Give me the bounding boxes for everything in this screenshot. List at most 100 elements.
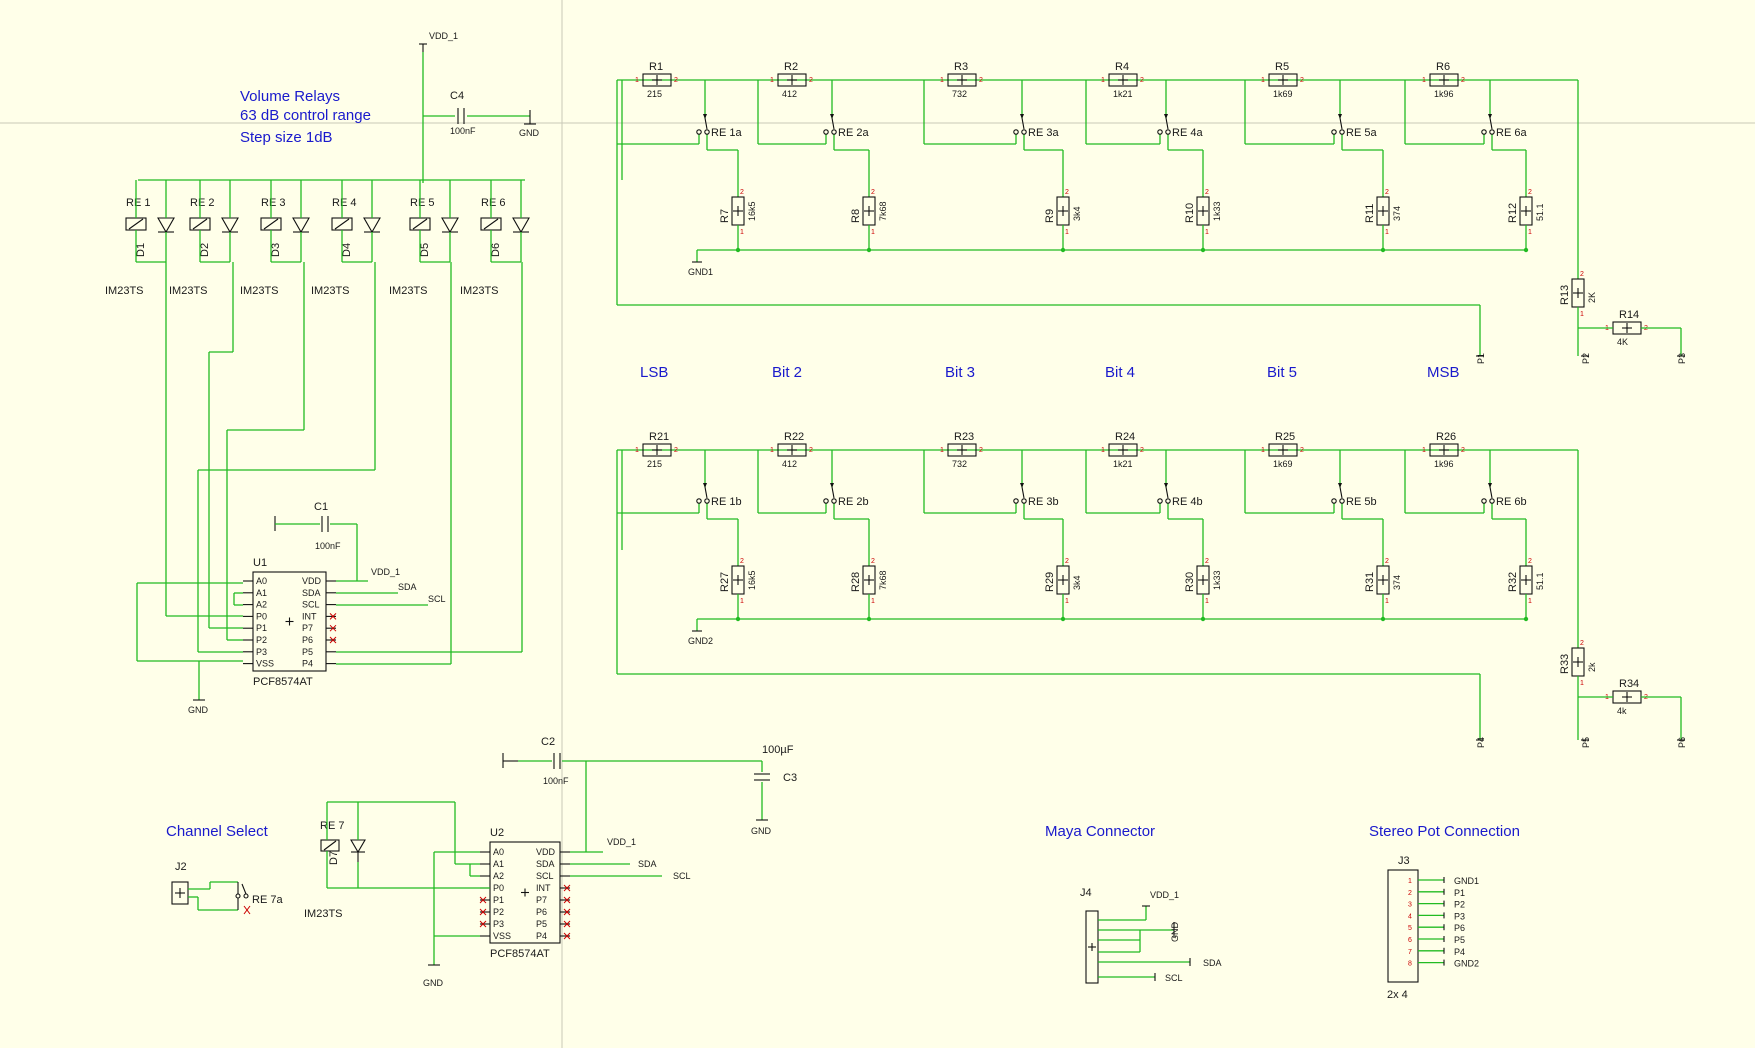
svg-text:2: 2 [1065,558,1069,565]
svg-text:2: 2 [1408,890,1412,897]
u1-pin-right: INT [302,611,317,621]
u2-pin-right: P7 [536,895,547,905]
resistor-name: R12 [1507,203,1519,223]
svg-text:1: 1 [1528,598,1532,605]
u2-scl: SCL [673,871,691,881]
resistor-value: 1k96 [1434,89,1454,99]
svg-text:2: 2 [1461,447,1465,454]
resistor-name: R31 [1364,572,1376,592]
relay-switch-r1-4[interactable]: RE 4a [1157,114,1204,139]
maya-connector-title: Maya Connector [1045,823,1155,840]
svg-text:2: 2 [1140,77,1144,84]
relay-switch-r1-3[interactable]: RE 3a [1013,114,1060,139]
j3-pin-label: P1 [1454,888,1465,898]
relay-part: IM23TS [460,285,499,297]
ic-u2-pcf8574at[interactable]: U2PCF8574ATA0A1A2P0P1P2P3VSSVDDSDASCLINT… [423,761,691,988]
relay-switch-r2-1[interactable]: RE 1b [696,483,742,508]
capacitor-c4[interactable]: C4 100nF [450,90,476,136]
resistor-value: 2K [1587,292,1597,303]
j4-gnd: GND [1170,922,1180,943]
connector-j2[interactable]: J2 [171,861,238,911]
u2-pin-left: VSS [493,931,511,941]
resistor-name: R21 [649,431,669,443]
u1-part: PCF8574AT [253,676,313,688]
relay-switch-r1-6[interactable]: RE 6a [1481,114,1528,139]
capacitor-c2[interactable]: C2 100nF [502,736,762,786]
resistor-name: R5 [1275,61,1289,73]
resistor-value: 374 [1392,575,1402,590]
resistor-value: 7k68 [878,201,888,221]
u2-pin-left: A0 [493,847,504,857]
svg-text:1: 1 [940,77,944,84]
switch-label: RE 5b [1346,496,1377,508]
svg-text:2: 2 [1385,558,1389,565]
svg-text:1: 1 [1205,598,1209,605]
svg-text:2: 2 [1528,189,1532,196]
u1-pin-left: A1 [256,588,267,598]
ic-u1-pcf8574at[interactable]: U1PCF8574ATA0A1A2P0P1P2P3VSSVDDSDASCLINT… [136,262,523,715]
switch-label: RE 1a [711,127,742,139]
u2-pin-left: P0 [493,883,504,893]
svg-text:2: 2 [1580,640,1584,647]
u1-pin-right: SDA [302,588,321,598]
resistor-name: R22 [784,431,804,443]
svg-text:2: 2 [1140,447,1144,454]
vdd-label-top: VDD_1 [429,31,458,41]
capacitor-c3[interactable]: 100µF C3 GND [751,744,797,836]
bit-header-1: LSB [640,364,668,381]
relay-re7-coil[interactable]: RE 7 D7 IM23TS [304,801,490,920]
diode-label: D6 [490,243,502,257]
relay-switch-r2-5[interactable]: RE 5b [1331,483,1377,508]
resistor-name: R8 [850,209,862,223]
svg-text:2: 2 [1528,558,1532,565]
svg-text:1: 1 [1580,680,1584,687]
svg-text:3: 3 [1408,902,1412,909]
relay-switch-r1-1[interactable]: RE 1a [696,114,743,139]
connector-j4[interactable]: J4 VDD_1 GND SDA SCL [1080,887,1222,984]
relay-switch-r2-3[interactable]: RE 3b [1013,483,1059,508]
relay-switch-r2-6[interactable]: RE 6b [1481,483,1527,508]
svg-text:1: 1 [635,447,639,454]
channel-select-title: Channel Select [166,823,269,840]
note-line-2: 63 dB control range [240,107,371,124]
svg-text:2: 2 [674,77,678,84]
resistor-name: R1 [649,61,663,73]
j3-pin-label: P5 [1454,935,1465,945]
svg-text:2: 2 [979,77,983,84]
relay-switch-r1-5[interactable]: RE 5a [1331,114,1378,139]
relay-switch-re7a[interactable]: RE 7a [235,882,283,915]
resistor-value: 412 [782,89,797,99]
j4-scl: SCL [1165,973,1183,983]
relay-switch-r1-2[interactable]: RE 2a [823,114,870,139]
resistor-value: 51.1 [1535,572,1545,590]
relay-switch-r2-2[interactable]: RE 2b [823,483,869,508]
u1-pin-left: P0 [256,611,267,621]
relay-switch-r2-4[interactable]: RE 4b [1157,483,1203,508]
